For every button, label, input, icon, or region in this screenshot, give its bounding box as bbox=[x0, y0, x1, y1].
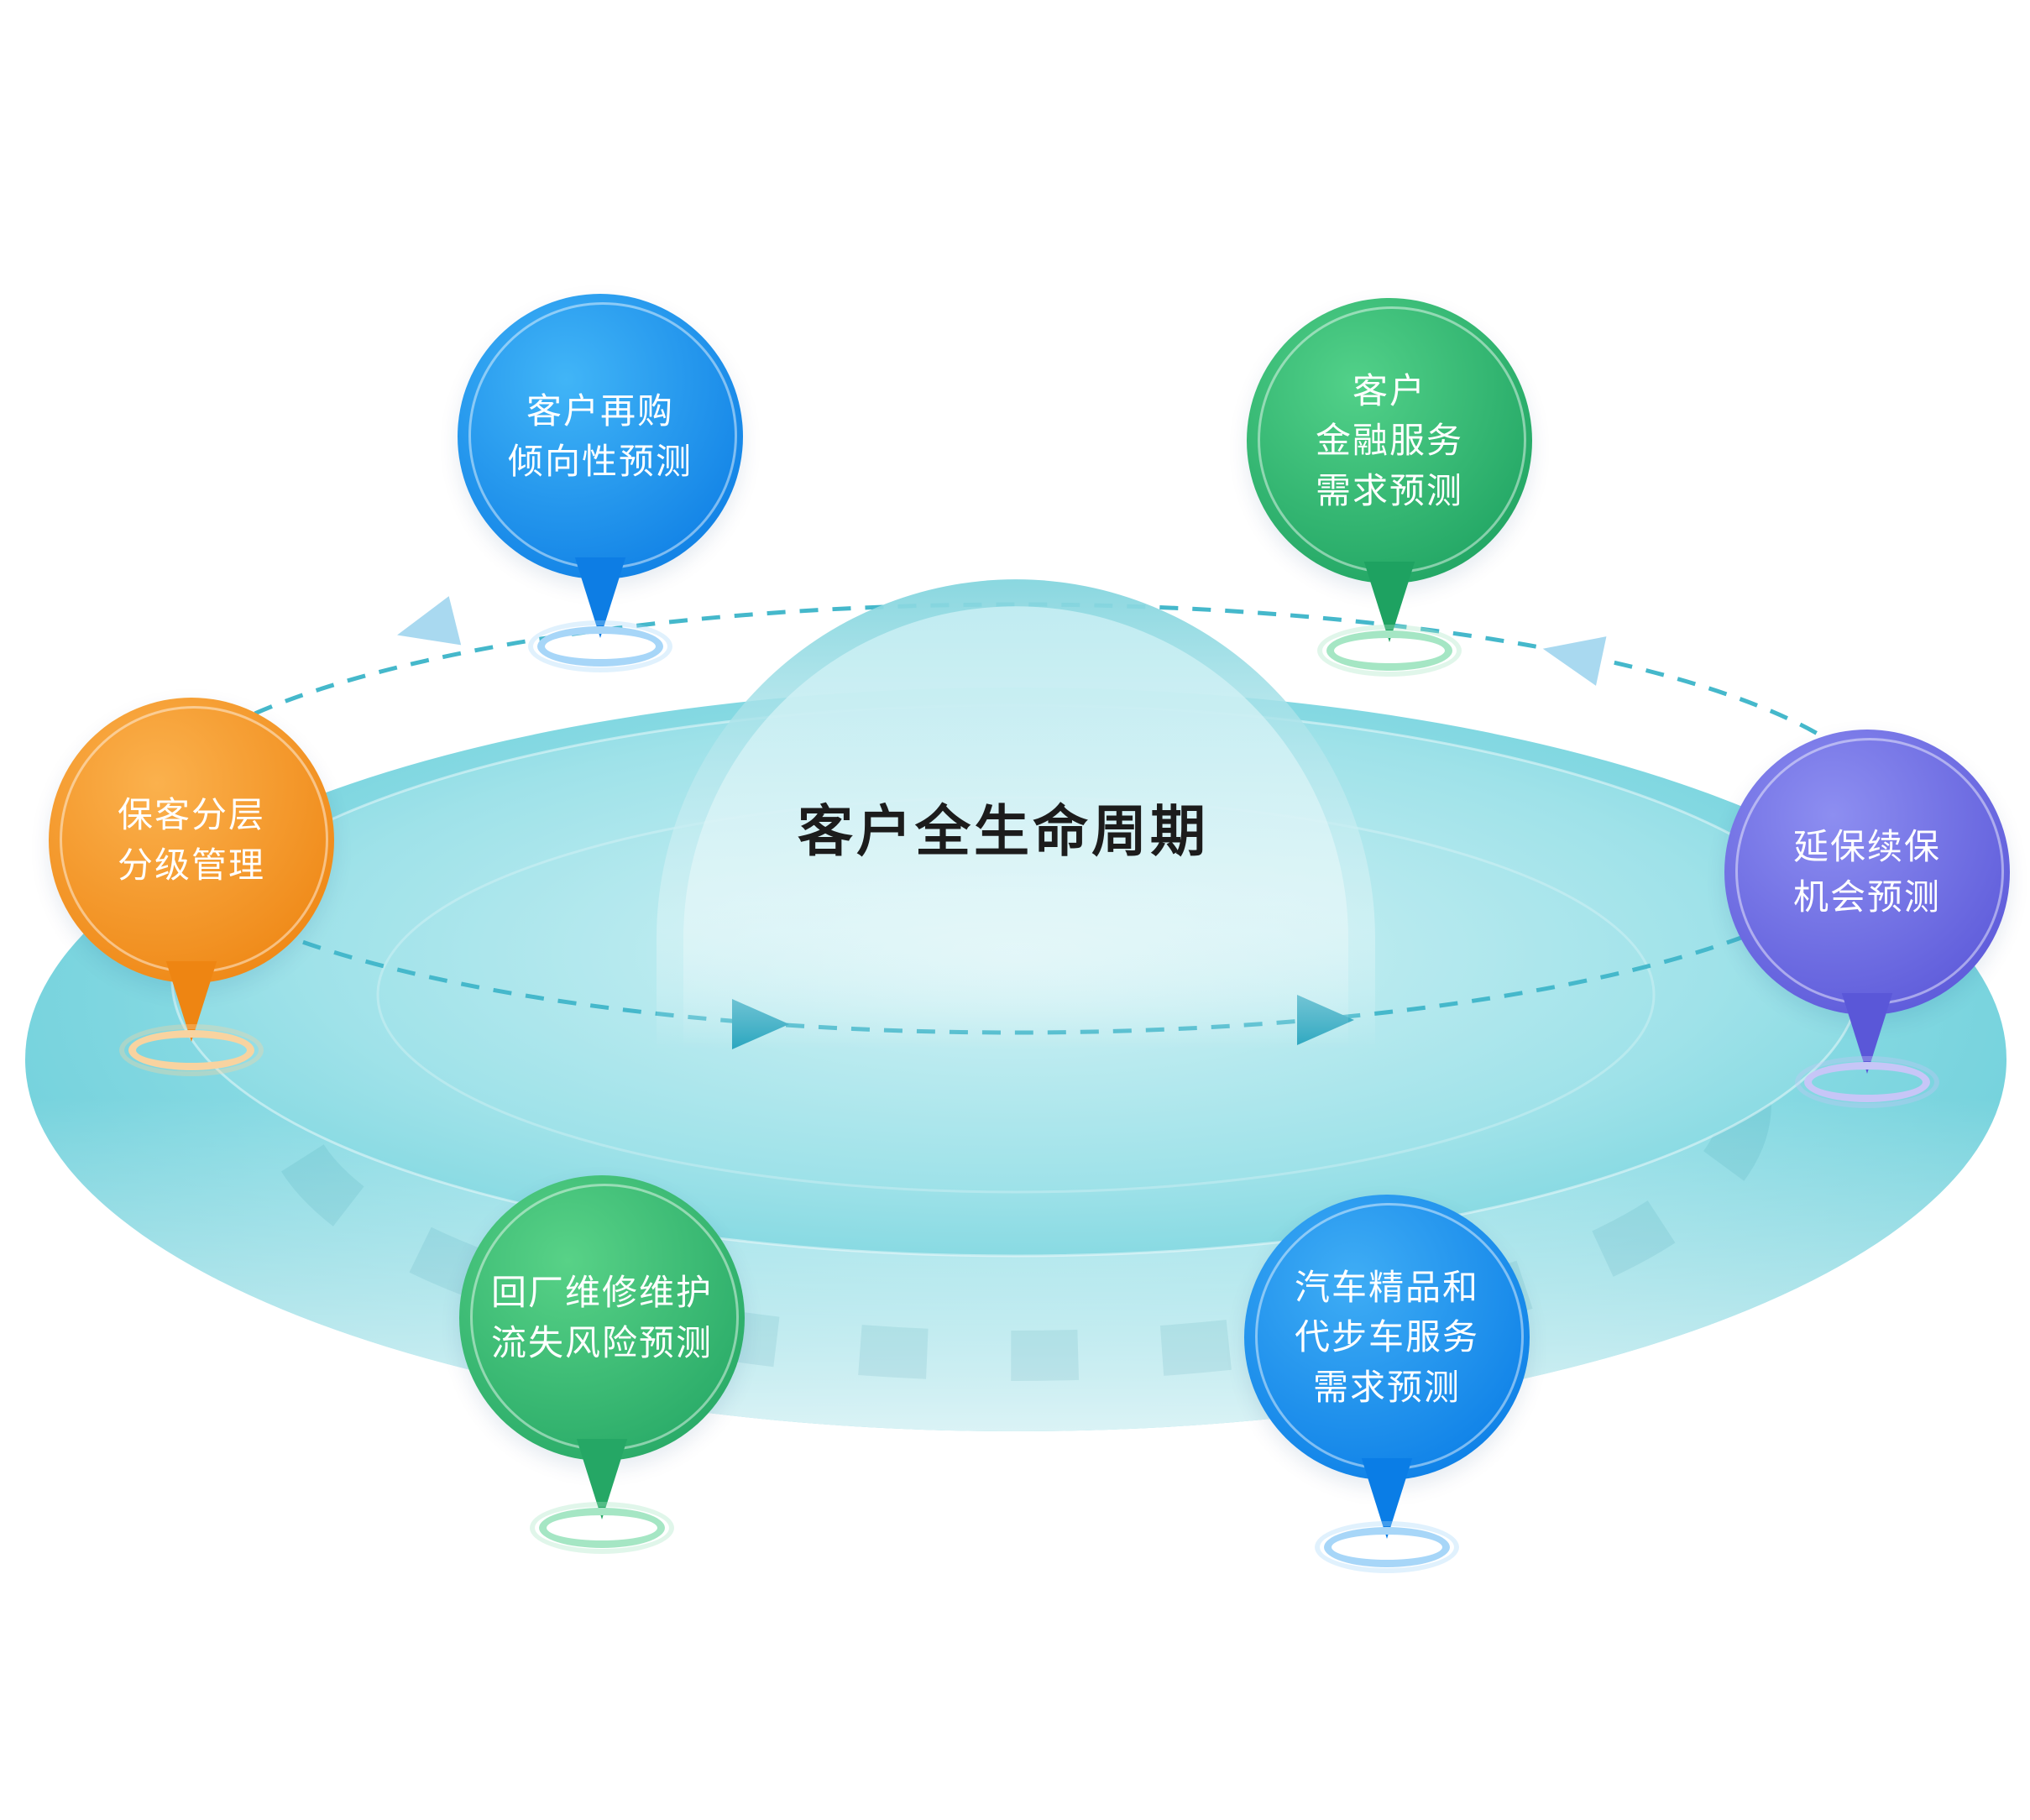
pin-retained-customer-tiering-management: 保客分层 分级管理 bbox=[49, 698, 334, 1076]
orbit-arrow-back-left bbox=[397, 596, 462, 646]
center-dome-inner bbox=[683, 606, 1348, 1049]
pin-label-line: 客户再购 bbox=[526, 391, 674, 431]
pin-base-ring bbox=[530, 1502, 674, 1554]
pin-label-line: 需求预测 bbox=[1315, 470, 1463, 510]
pin-label: 汽车精品和 代步车服务 需求预测 bbox=[1295, 1263, 1479, 1413]
pin-bubble: 汽车精品和 代步车服务 需求预测 bbox=[1244, 1195, 1530, 1480]
pin-label-line: 金融服务 bbox=[1315, 421, 1463, 461]
pin-extended-warranty-renewal-opportunity: 延保续保 机会预测 bbox=[1724, 730, 2010, 1108]
pin-label: 延保续保 机会预测 bbox=[1793, 822, 1941, 922]
pin-base-ring bbox=[119, 1024, 264, 1076]
pin-label-line: 倾向性预测 bbox=[507, 442, 693, 481]
pin-label-line: 延保续保 bbox=[1792, 827, 1941, 867]
pin-customer-finance-service-demand: 客户 金融服务 需求预测 bbox=[1247, 298, 1532, 677]
pin-label: 客户 金融服务 需求预测 bbox=[1316, 366, 1463, 516]
diagram-title: 客户全生命周期 bbox=[798, 800, 1209, 862]
pin-label-line: 需求预测 bbox=[1312, 1367, 1461, 1407]
pin-bubble: 客户再购 倾向性预测 bbox=[458, 294, 743, 579]
pin-label-line: 代步车服务 bbox=[1294, 1317, 1479, 1357]
pin-customer-repurchase-propensity: 客户再购 倾向性预测 bbox=[458, 294, 743, 672]
pin-label-line: 分级管理 bbox=[117, 845, 265, 885]
pin-service-churn-risk-prediction: 回厂维修维护 流失风险预测 bbox=[459, 1175, 745, 1554]
pin-base-ring bbox=[1315, 1521, 1459, 1573]
pin-bubble: 延保续保 机会预测 bbox=[1724, 730, 2010, 1015]
pin-bubble: 客户 金融服务 需求预测 bbox=[1247, 298, 1532, 583]
pin-base-ring bbox=[1795, 1056, 1939, 1108]
pin-label: 回厂维修维护 流失风险预测 bbox=[491, 1268, 713, 1368]
pin-label-line: 机会预测 bbox=[1792, 877, 1941, 917]
orbit-arrow-back-right bbox=[1542, 636, 1607, 686]
pin-bubble: 保客分层 分级管理 bbox=[49, 698, 334, 983]
pin-label-line: 流失风险预测 bbox=[490, 1323, 713, 1362]
pin-label-line: 保客分层 bbox=[117, 795, 265, 835]
pin-label-line: 客户 bbox=[1352, 370, 1426, 411]
pin-label: 保客分层 分级管理 bbox=[118, 790, 265, 890]
pin-label-line: 汽车精品和 bbox=[1294, 1267, 1479, 1307]
pin-label-line: 回厂维修维护 bbox=[490, 1273, 713, 1313]
pin-base-ring bbox=[1317, 625, 1462, 677]
pin-base-ring bbox=[528, 620, 672, 672]
pin-bubble: 回厂维修维护 流失风险预测 bbox=[459, 1175, 745, 1461]
pin-label: 客户再购 倾向性预测 bbox=[508, 386, 693, 486]
pin-accessories-courtesy-car-service-demand: 汽车精品和 代步车服务 需求预测 bbox=[1244, 1195, 1530, 1573]
